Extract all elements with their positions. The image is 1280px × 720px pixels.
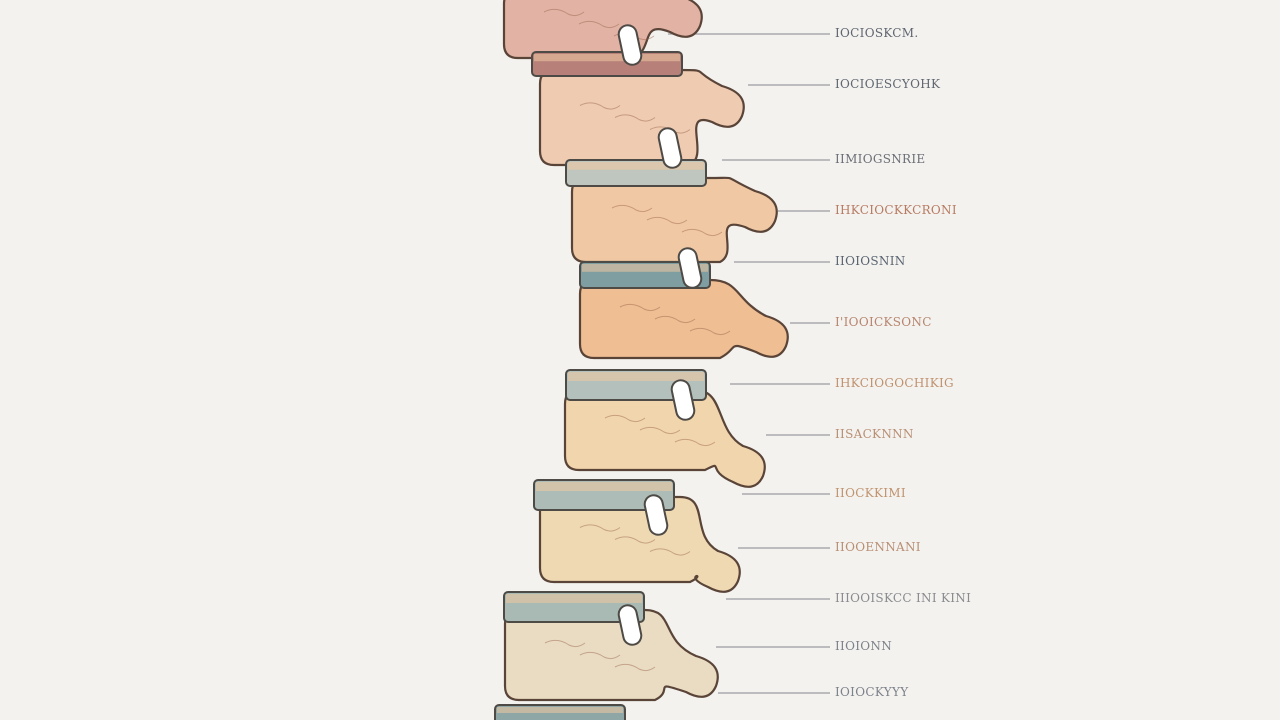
disc-endplate [568,372,704,381]
disc-endplate [534,54,680,62]
bone-texture [646,216,688,225]
vertebra-label: I'IOOICKSONC [835,315,932,329]
bone-texture [579,524,621,532]
bone-texture [619,303,661,312]
vertebra-label: IIOOENNANI [835,540,921,554]
bone-texture [579,102,621,110]
vertebra-label: IIIOOISKCC INI KINI [835,591,972,605]
vertebra-label: IHKCIOCKKCRONI [835,203,957,217]
vertebral-column [494,0,789,720]
bone-texture [639,426,681,435]
facet-joint [617,604,643,646]
bone-texture [579,651,621,660]
bone-texture [681,228,723,237]
bone-texture [614,114,656,122]
disc-endplate [536,482,672,491]
bone-texture [611,204,653,213]
bone-texture [614,663,656,672]
vertebra-label: IOCIOSKCM. [835,26,919,40]
bone-texture [654,315,696,324]
vertebra-body [503,608,719,702]
bone-texture [543,8,585,17]
vertebra-body [538,495,741,593]
bone-texture [674,438,716,447]
bone-texture [614,536,656,544]
bone-texture [689,327,731,336]
bone-texture [604,414,646,423]
vertebra-label: IIOIOSNIN [835,254,906,268]
vertebra-body [502,0,703,60]
disc-endplate [497,707,623,713]
vertebra-label: IIMIOGSNRIE [835,152,926,166]
facet-joint [670,379,696,421]
disc-endplate [568,162,704,170]
facet-joint [657,127,683,169]
facet-joint [643,494,669,536]
vertebra-label: IIOCKKIMI [835,486,906,500]
vertebra-label: IIOIONN [835,639,892,653]
bone-texture [544,639,586,648]
disc-endplate [506,594,642,603]
facet-joint [617,24,643,66]
vertebra-label: IHKCIOGOCHIKIG [835,376,954,390]
facet-joint [677,247,703,289]
leader-lines [668,33,830,694]
vertebra-body [563,388,766,488]
vertebra-label: IOCIOESCYOHK [835,77,941,91]
disc-endplate [582,264,708,272]
bone-texture [649,548,691,556]
vertebra-body [578,278,789,360]
vertebra-body [538,68,745,167]
vertebra-label: IISACKNNN [835,427,914,441]
bone-texture [578,20,620,29]
vertebra-label: IOIOCKYYY [835,685,909,699]
vertebra-body [570,176,778,264]
